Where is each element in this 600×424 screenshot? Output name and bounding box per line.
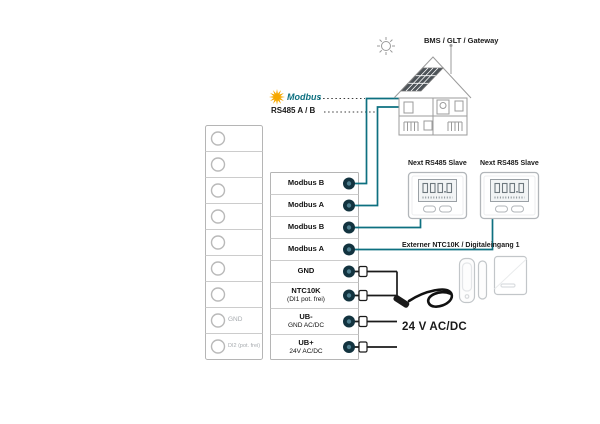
terminal-pins bbox=[343, 177, 355, 353]
bms-gateway-label: BMS / GLT / Gateway bbox=[424, 36, 499, 45]
external-sensors bbox=[393, 255, 528, 308]
terminal-row-modbus-b-2: Modbus B bbox=[270, 216, 342, 238]
terminal-block bbox=[205, 125, 359, 360]
slave-2-label: Next RS485 Slave bbox=[480, 160, 539, 167]
ntc-probe-icon bbox=[393, 288, 453, 308]
left-terminal-circles bbox=[210, 131, 226, 354]
power-sensor-wires bbox=[349, 270, 398, 348]
terminal-row-label: Modbus B bbox=[287, 221, 325, 231]
slave-1-label: Next RS485 Slave bbox=[408, 160, 467, 167]
sun-icon bbox=[377, 37, 395, 55]
terminal-row-gnd: GND bbox=[270, 260, 342, 282]
terminal-row-ntc10k: NTC10K (DI1 pot. frei) bbox=[270, 282, 342, 308]
rs485-slave-thermostat-1 bbox=[407, 171, 468, 220]
terminal-row-label: Modbus A bbox=[288, 199, 324, 209]
wall-sensor-icon bbox=[493, 255, 528, 296]
terminal-row-label: Modbus A bbox=[288, 243, 324, 253]
terminal-row-label: NTC10K bbox=[291, 286, 321, 295]
terminal-row-sublabel: (DI1 pot. frei) bbox=[287, 295, 325, 303]
terminal-row-ub-plus: UB+ 24V AC/DC bbox=[270, 334, 342, 360]
terminal-row-modbus-a-1: Modbus A bbox=[270, 194, 342, 216]
terminal-row-label: UB- bbox=[299, 312, 313, 321]
wire-connector-icons bbox=[358, 265, 368, 353]
house-devices bbox=[403, 99, 464, 131]
external-input-label: Externer NTC10K / Digitaleingang 1 bbox=[402, 242, 520, 249]
lcd-digits bbox=[422, 182, 453, 194]
modbus-wires bbox=[349, 97, 494, 251]
left-terminal-label-gnd: GND bbox=[228, 316, 243, 323]
terminal-row-modbus-a-2: Modbus A bbox=[270, 238, 342, 260]
modbus-logo-text: Modbus bbox=[287, 92, 322, 102]
rs485-slave-thermostat-2 bbox=[479, 171, 540, 220]
terminal-row-label: GND bbox=[297, 265, 315, 275]
terminal-row-ub-minus: UB- GND AC/DC bbox=[270, 308, 342, 334]
terminal-row-label: Modbus B bbox=[287, 177, 325, 187]
power-supply-label: 24 V AC/DC bbox=[402, 321, 467, 333]
modbus-logo-star-icon bbox=[269, 89, 285, 105]
left-terminal-label-di2: DI2 (pot. frei) bbox=[228, 343, 261, 349]
door-contact-icon bbox=[458, 257, 488, 304]
bus-dotted-lines bbox=[319, 97, 376, 113]
bms-house-illustration bbox=[377, 37, 472, 136]
terminal-row-sublabel: 24V AC/DC bbox=[289, 347, 323, 355]
terminal-row-sublabel: GND AC/DC bbox=[287, 321, 325, 329]
terminal-row-label: UB+ bbox=[298, 338, 314, 347]
rs485-bus-label: RS485 A / B bbox=[271, 106, 316, 115]
terminal-row-modbus-b-1: Modbus B bbox=[270, 172, 342, 194]
